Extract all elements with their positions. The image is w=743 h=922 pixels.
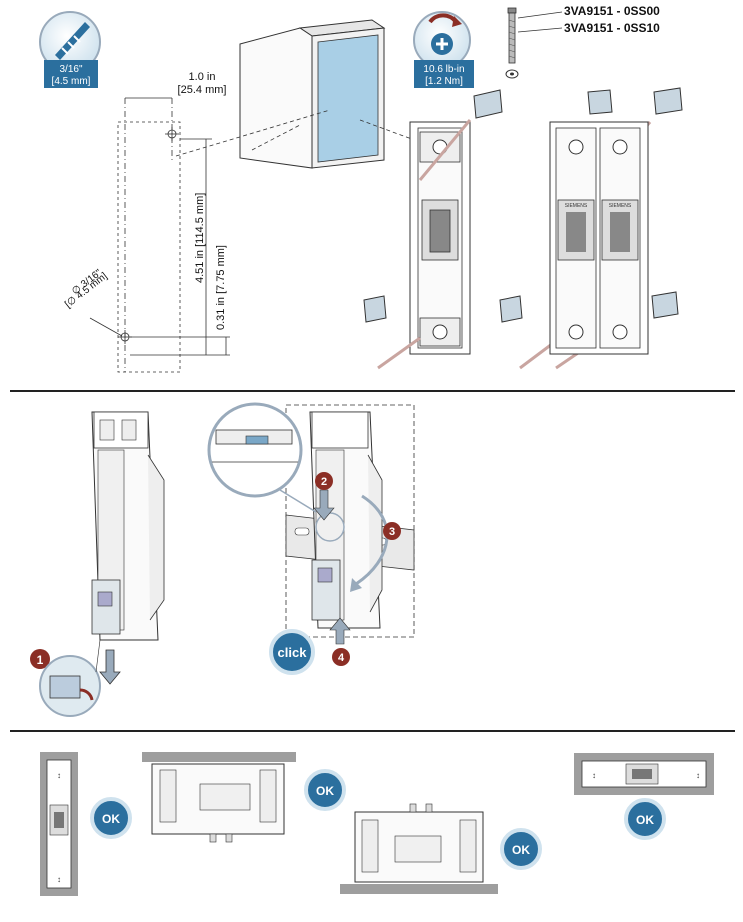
step-3-number: 3 [389,526,395,538]
brand-label-left: SIEMENS [565,203,588,209]
step-4-arrow [329,617,351,645]
enclosure-illustration [239,19,386,169]
ok-text-3: OK [512,843,530,857]
torque-inlb: 10.6 lb-in [423,64,464,75]
brand-label-right: SIEMENS [609,203,632,209]
orientation-floor [340,803,498,894]
svg-text:↕: ↕ [57,875,61,884]
hook-zoom-callout [207,402,303,498]
mounting-bracket [363,87,683,323]
step-3-arrow [355,494,389,586]
section-screw-mounting: 3/16" [4.5 mm] 1.0 in [25.4 mm] 4.51 in … [39,4,683,373]
width-dim-mm: [25.4 mm] [178,84,227,96]
breaker-din-left [91,411,165,641]
hole-pattern-drawing [117,97,230,373]
ok-badge-4: OK [624,798,666,840]
step-4-number: 4 [338,652,345,664]
orientation-hanging [142,752,296,843]
part-number-2: 3VA9151 - 0SS10 [564,21,660,35]
offset-dim: 0.31 in [7.75 mm] [215,245,227,330]
step-3-badge [383,522,401,540]
section-orientation: ↕ ↕ OK OK [40,752,714,896]
ok-text-2: OK [316,784,334,798]
ok-text-4: OK [636,813,654,827]
svg-text:↕: ↕ [57,771,61,780]
step-4-badge [332,648,350,666]
torque-badge: 10.6 lb-in [1.2 Nm] [413,11,474,88]
ok-text-1: OK [102,812,120,826]
screw-illustration [505,7,519,79]
step-2-badge [315,472,333,490]
orientation-vertical: ↕ ↕ [40,752,78,896]
width-dim-inch: 1.0 in [189,71,216,83]
ok-badge-1: OK [90,797,132,839]
step-2-number: 2 [321,476,327,488]
step-1-badge [30,649,50,669]
orientation-horizontal: ↕ ↕ [574,753,714,795]
torque-nm: [1.2 Nm] [425,76,463,87]
click-badge: click [269,629,315,675]
breaker-din-right [309,411,383,629]
breaker-double: SIEMENS SIEMENS [549,121,649,355]
drill-size-mm: [4.5 mm] [52,76,91,87]
click-text: click [278,645,308,660]
height-dim: 4.51 in [114.5 mm] [194,193,206,283]
svg-text:↕: ↕ [592,771,596,780]
latch-zoom-callout [39,655,101,717]
part-number-1: 3VA9151 - 0SS00 [564,4,660,18]
step-1-number: 1 [37,653,44,667]
step-2-arrow [313,489,335,521]
pull-down-arrow [99,649,121,685]
drill-badge: 3/16" [4.5 mm] [39,11,101,88]
ok-badge-2: OK [304,769,346,811]
section-din-rail-mounting: 1 [30,402,415,717]
drill-size-inch: 3/16" [59,64,82,75]
svg-text:↕: ↕ [696,771,700,780]
ok-badge-3: OK [500,828,542,870]
breaker-single [409,121,471,355]
